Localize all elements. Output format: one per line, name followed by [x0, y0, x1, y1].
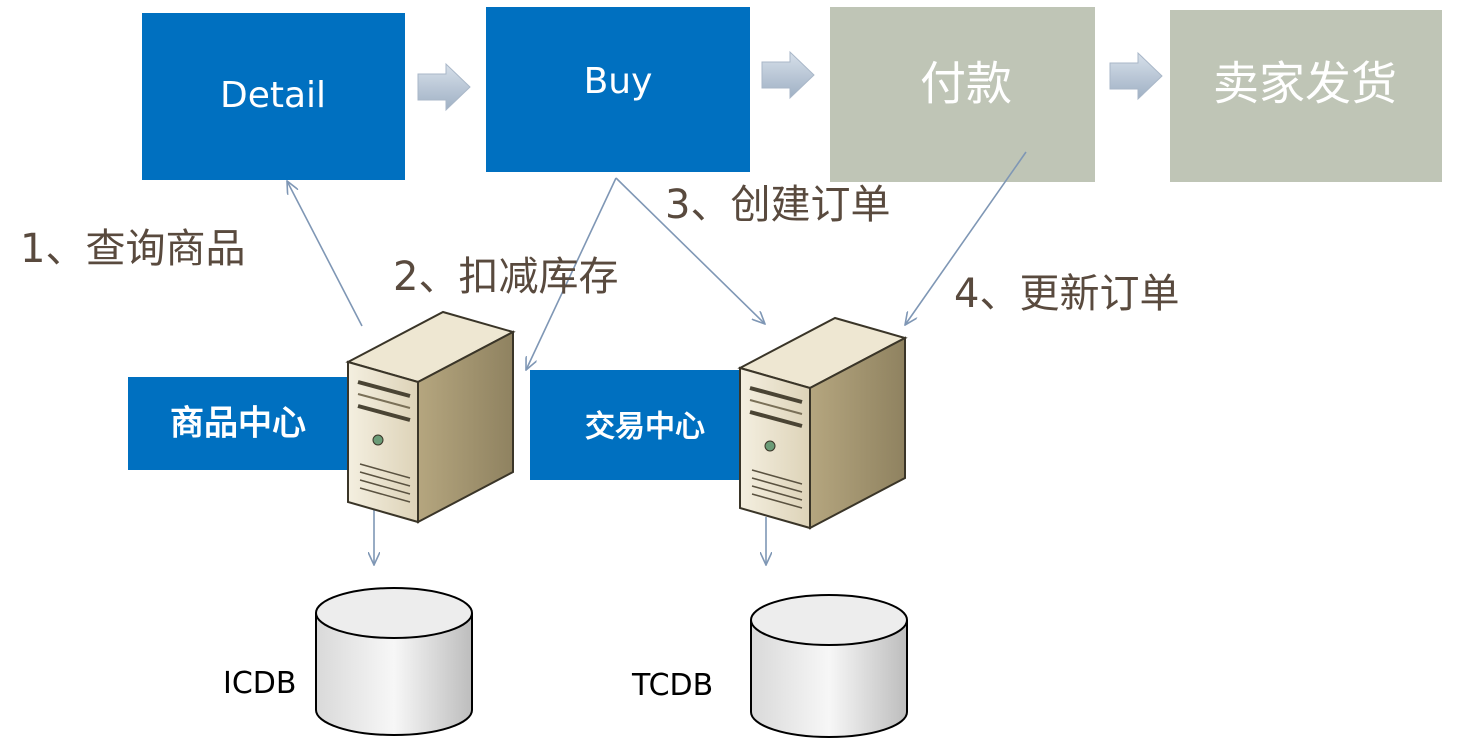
flow-step-pay: 付款	[830, 7, 1095, 182]
service-item-center-box	[128, 377, 348, 470]
flow-step-detail: Detail	[142, 13, 405, 180]
annotation-step2: 2、扣减库存	[393, 254, 618, 300]
database-label-icdb: ICDB	[223, 666, 296, 701]
database-label-tcdb: TCDB	[631, 668, 713, 703]
flow-step-buy-box	[486, 7, 750, 172]
annotation-step4: 4、更新订单	[954, 271, 1179, 317]
annotation-step1: 1、查询商品	[20, 226, 245, 272]
flow-step-detail-box	[142, 13, 405, 180]
right-chevron-arrow-icon	[1109, 51, 1163, 101]
right-chevron-arrow-icon	[417, 62, 471, 112]
flow-step-pay-box	[830, 7, 1095, 182]
service-trade-center-label: 交易中心	[585, 410, 705, 445]
flow-step-ship-label: 卖家发货	[1213, 57, 1397, 111]
annotation-step3: 3、创建订单	[665, 182, 890, 228]
flow-step-ship: 卖家发货	[1170, 10, 1442, 182]
flow-step-detail-label: Detail	[220, 75, 326, 116]
connector-query-item	[287, 181, 363, 327]
database-cylinder-icon	[315, 587, 473, 736]
connector-buy-deduct-stock	[526, 177, 617, 370]
service-trade-center-box	[530, 370, 740, 480]
connector-pay-update-order	[905, 151, 1027, 325]
service-item-center-label: 商品中心	[170, 404, 306, 444]
connector-buy-create-order	[615, 177, 765, 324]
server-tower-icon	[737, 316, 908, 530]
flow-step-buy-label: Buy	[584, 61, 653, 102]
service-trade-center: 交易中心	[530, 370, 740, 480]
flow-step-pay-label: 付款	[920, 57, 1012, 111]
database-cylinder-icon	[750, 594, 908, 738]
flow-step-buy: Buy	[486, 7, 750, 172]
server-tower-icon	[345, 310, 516, 524]
flow-step-ship-box	[1170, 10, 1442, 182]
right-chevron-arrow-icon	[761, 50, 815, 100]
service-item-center: 商品中心	[128, 377, 348, 470]
